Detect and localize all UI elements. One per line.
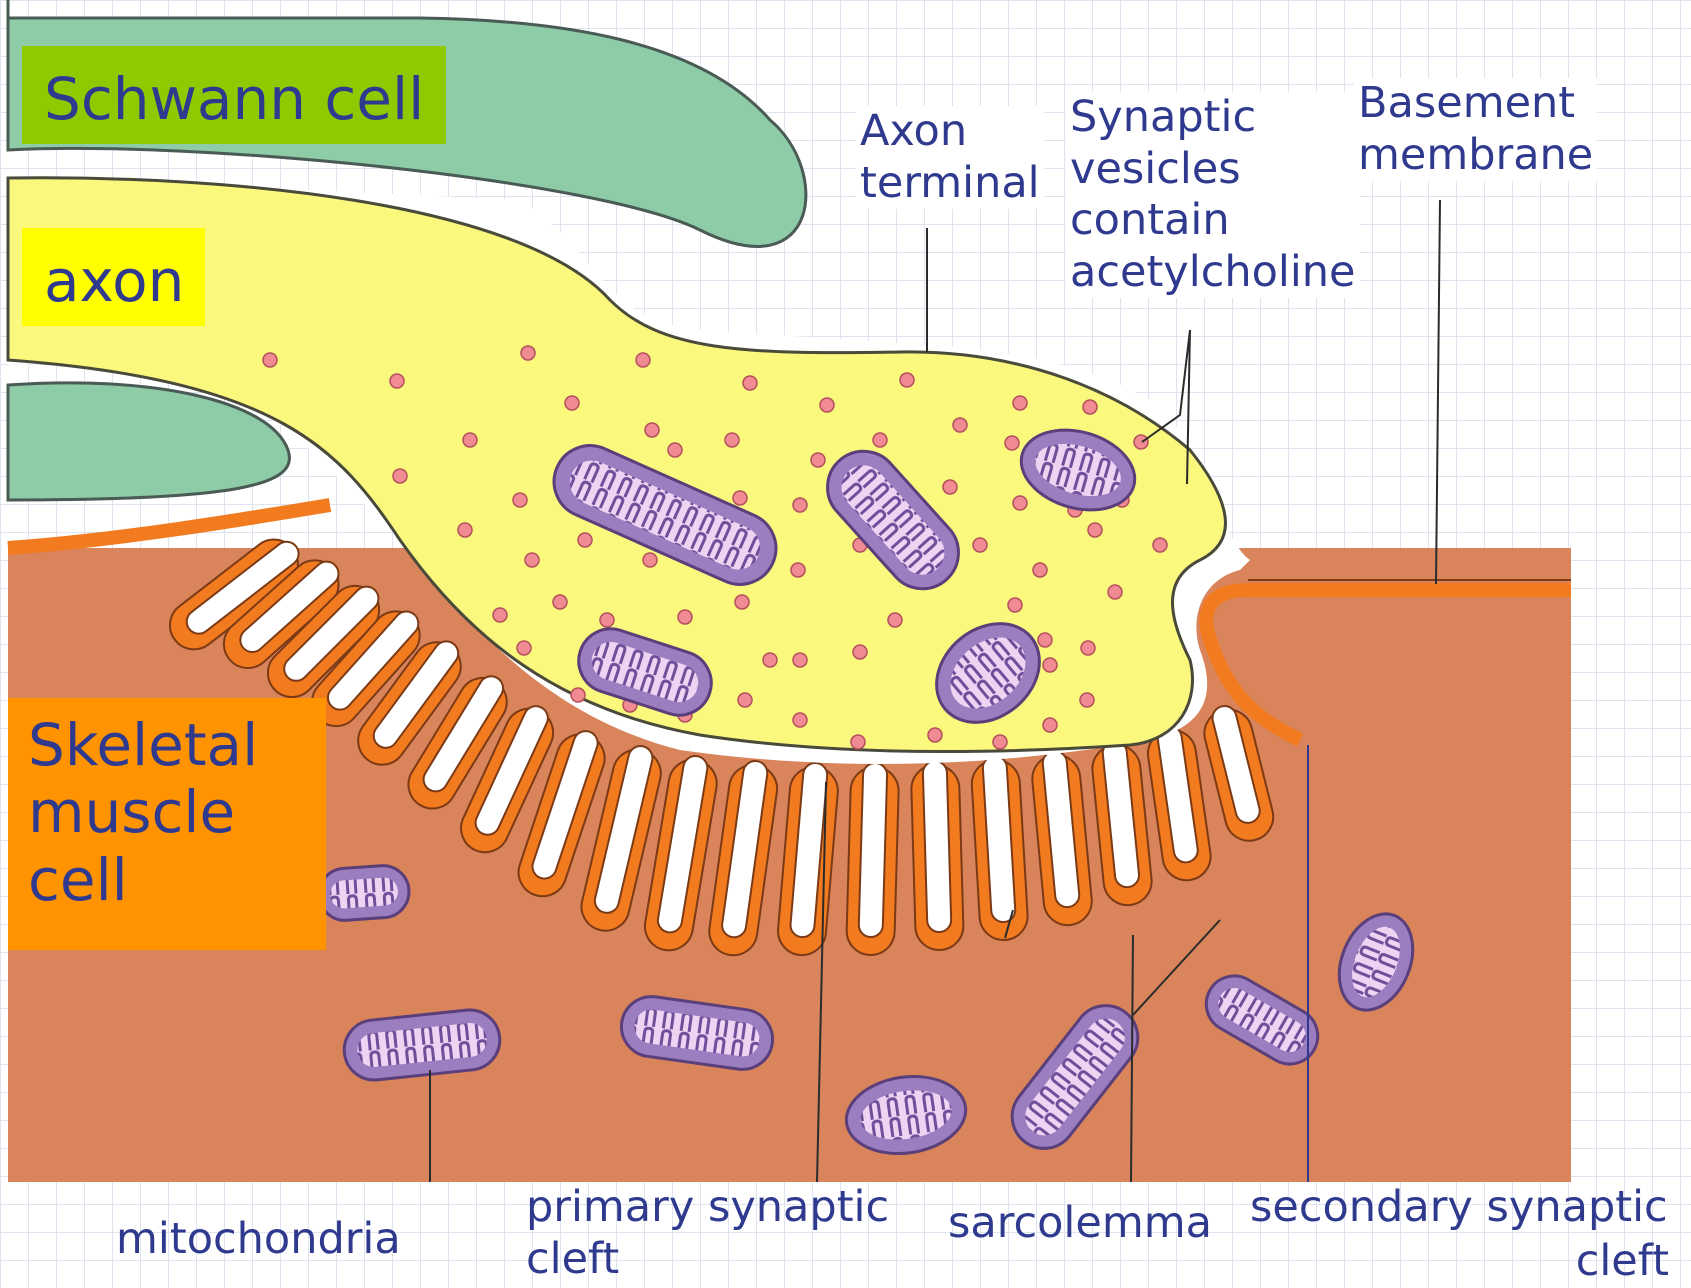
synaptic-vesicle (1080, 693, 1094, 707)
synaptic-vesicle (1088, 523, 1102, 537)
skeletal-muscle-cell-label: Skeletal muscle cell (28, 712, 258, 914)
sarcolemma-label: sarcolemma (948, 1198, 1212, 1250)
synaptic-vesicle (493, 608, 507, 622)
synaptic-vesicle (393, 469, 407, 483)
synaptic-vesicle (738, 693, 752, 707)
synaptic-vesicle (953, 418, 967, 432)
synaptic-vesicle (928, 728, 942, 742)
axon-terminal-label: Axon terminal (856, 106, 1044, 209)
synaptic-vesicle (1134, 435, 1148, 449)
synaptic-vesicle (1108, 585, 1122, 599)
synaptic-vesicle (793, 498, 807, 512)
mitochondria-label: mitochondria (116, 1214, 401, 1266)
synaptic-vesicle (645, 423, 659, 437)
synaptic-vesicle (763, 653, 777, 667)
synaptic-vesicle (390, 374, 404, 388)
synaptic-vesicle (1153, 538, 1167, 552)
synaptic-vesicles-label: Synaptic vesicles contain acetylcholine (1066, 92, 1360, 298)
synaptic-vesicle (578, 533, 592, 547)
synaptic-vesicle (553, 595, 567, 609)
synaptic-vesicle (600, 613, 614, 627)
synaptic-vesicle (521, 346, 535, 360)
synaptic-vesicle (900, 373, 914, 387)
axon-label-box: axon (22, 228, 205, 326)
synaptic-vesicle (793, 653, 807, 667)
secondary-synaptic-cleft-label-line1: secondary synaptic (1250, 1182, 1668, 1234)
synaptic-vesicle (668, 443, 682, 457)
synaptic-vesicle (636, 353, 650, 367)
synaptic-vesicle (725, 433, 739, 447)
synaptic-vesicle (973, 538, 987, 552)
synaptic-vesicle (517, 641, 531, 655)
synaptic-vesicle (851, 735, 865, 749)
basement-membrane-label: Basement membrane (1354, 78, 1597, 181)
synaptic-vesicle (1005, 436, 1019, 450)
leader-basement-membrane (1436, 200, 1440, 584)
synaptic-vesicle (811, 453, 825, 467)
synaptic-vesicle (993, 735, 1007, 749)
synaptic-vesicle (853, 645, 867, 659)
synaptic-vesicle (1043, 718, 1057, 732)
synaptic-vesicle (1043, 658, 1057, 672)
synaptic-vesicle (743, 376, 757, 390)
synaptic-vesicle (678, 610, 692, 624)
synaptic-vesicle (1081, 641, 1095, 655)
synaptic-vesicle (1033, 563, 1047, 577)
synaptic-vesicle (263, 353, 277, 367)
synaptic-vesicle (571, 688, 585, 702)
synaptic-vesicle (735, 595, 749, 609)
junctional-fold (846, 762, 899, 955)
synaptic-vesicle (873, 433, 887, 447)
synaptic-vesicle (1083, 400, 1097, 414)
skeletal-muscle-label-box: Skeletal muscle cell (8, 698, 326, 950)
synaptic-vesicle (458, 523, 472, 537)
schwann-cell-label-box: Schwann cell (22, 46, 446, 144)
synaptic-vesicle (791, 563, 805, 577)
muscle-mitochondrion-3 (317, 864, 410, 922)
secondary-synaptic-cleft-label-line2: cleft (1576, 1236, 1669, 1288)
synaptic-vesicle (1008, 598, 1022, 612)
synaptic-vesicle (733, 491, 747, 505)
synaptic-vesicle (1013, 396, 1027, 410)
synaptic-vesicle (463, 433, 477, 447)
synaptic-vesicle (943, 480, 957, 494)
synaptic-vesicle (513, 493, 527, 507)
primary-synaptic-cleft-label: primary synaptic cleft (526, 1182, 889, 1285)
synaptic-vesicle (1013, 496, 1027, 510)
synaptic-vesicle (1038, 633, 1052, 647)
synaptic-vesicle (643, 553, 657, 567)
synaptic-vesicle (565, 396, 579, 410)
synaptic-vesicle (793, 713, 807, 727)
axon-label: axon (44, 248, 184, 315)
synaptic-vesicle (820, 398, 834, 412)
junctional-fold (911, 760, 964, 950)
synaptic-vesicle (525, 553, 539, 567)
junctional-fold (970, 755, 1029, 942)
schwann-cell-label: Schwann cell (44, 66, 424, 133)
synaptic-vesicle (888, 613, 902, 627)
